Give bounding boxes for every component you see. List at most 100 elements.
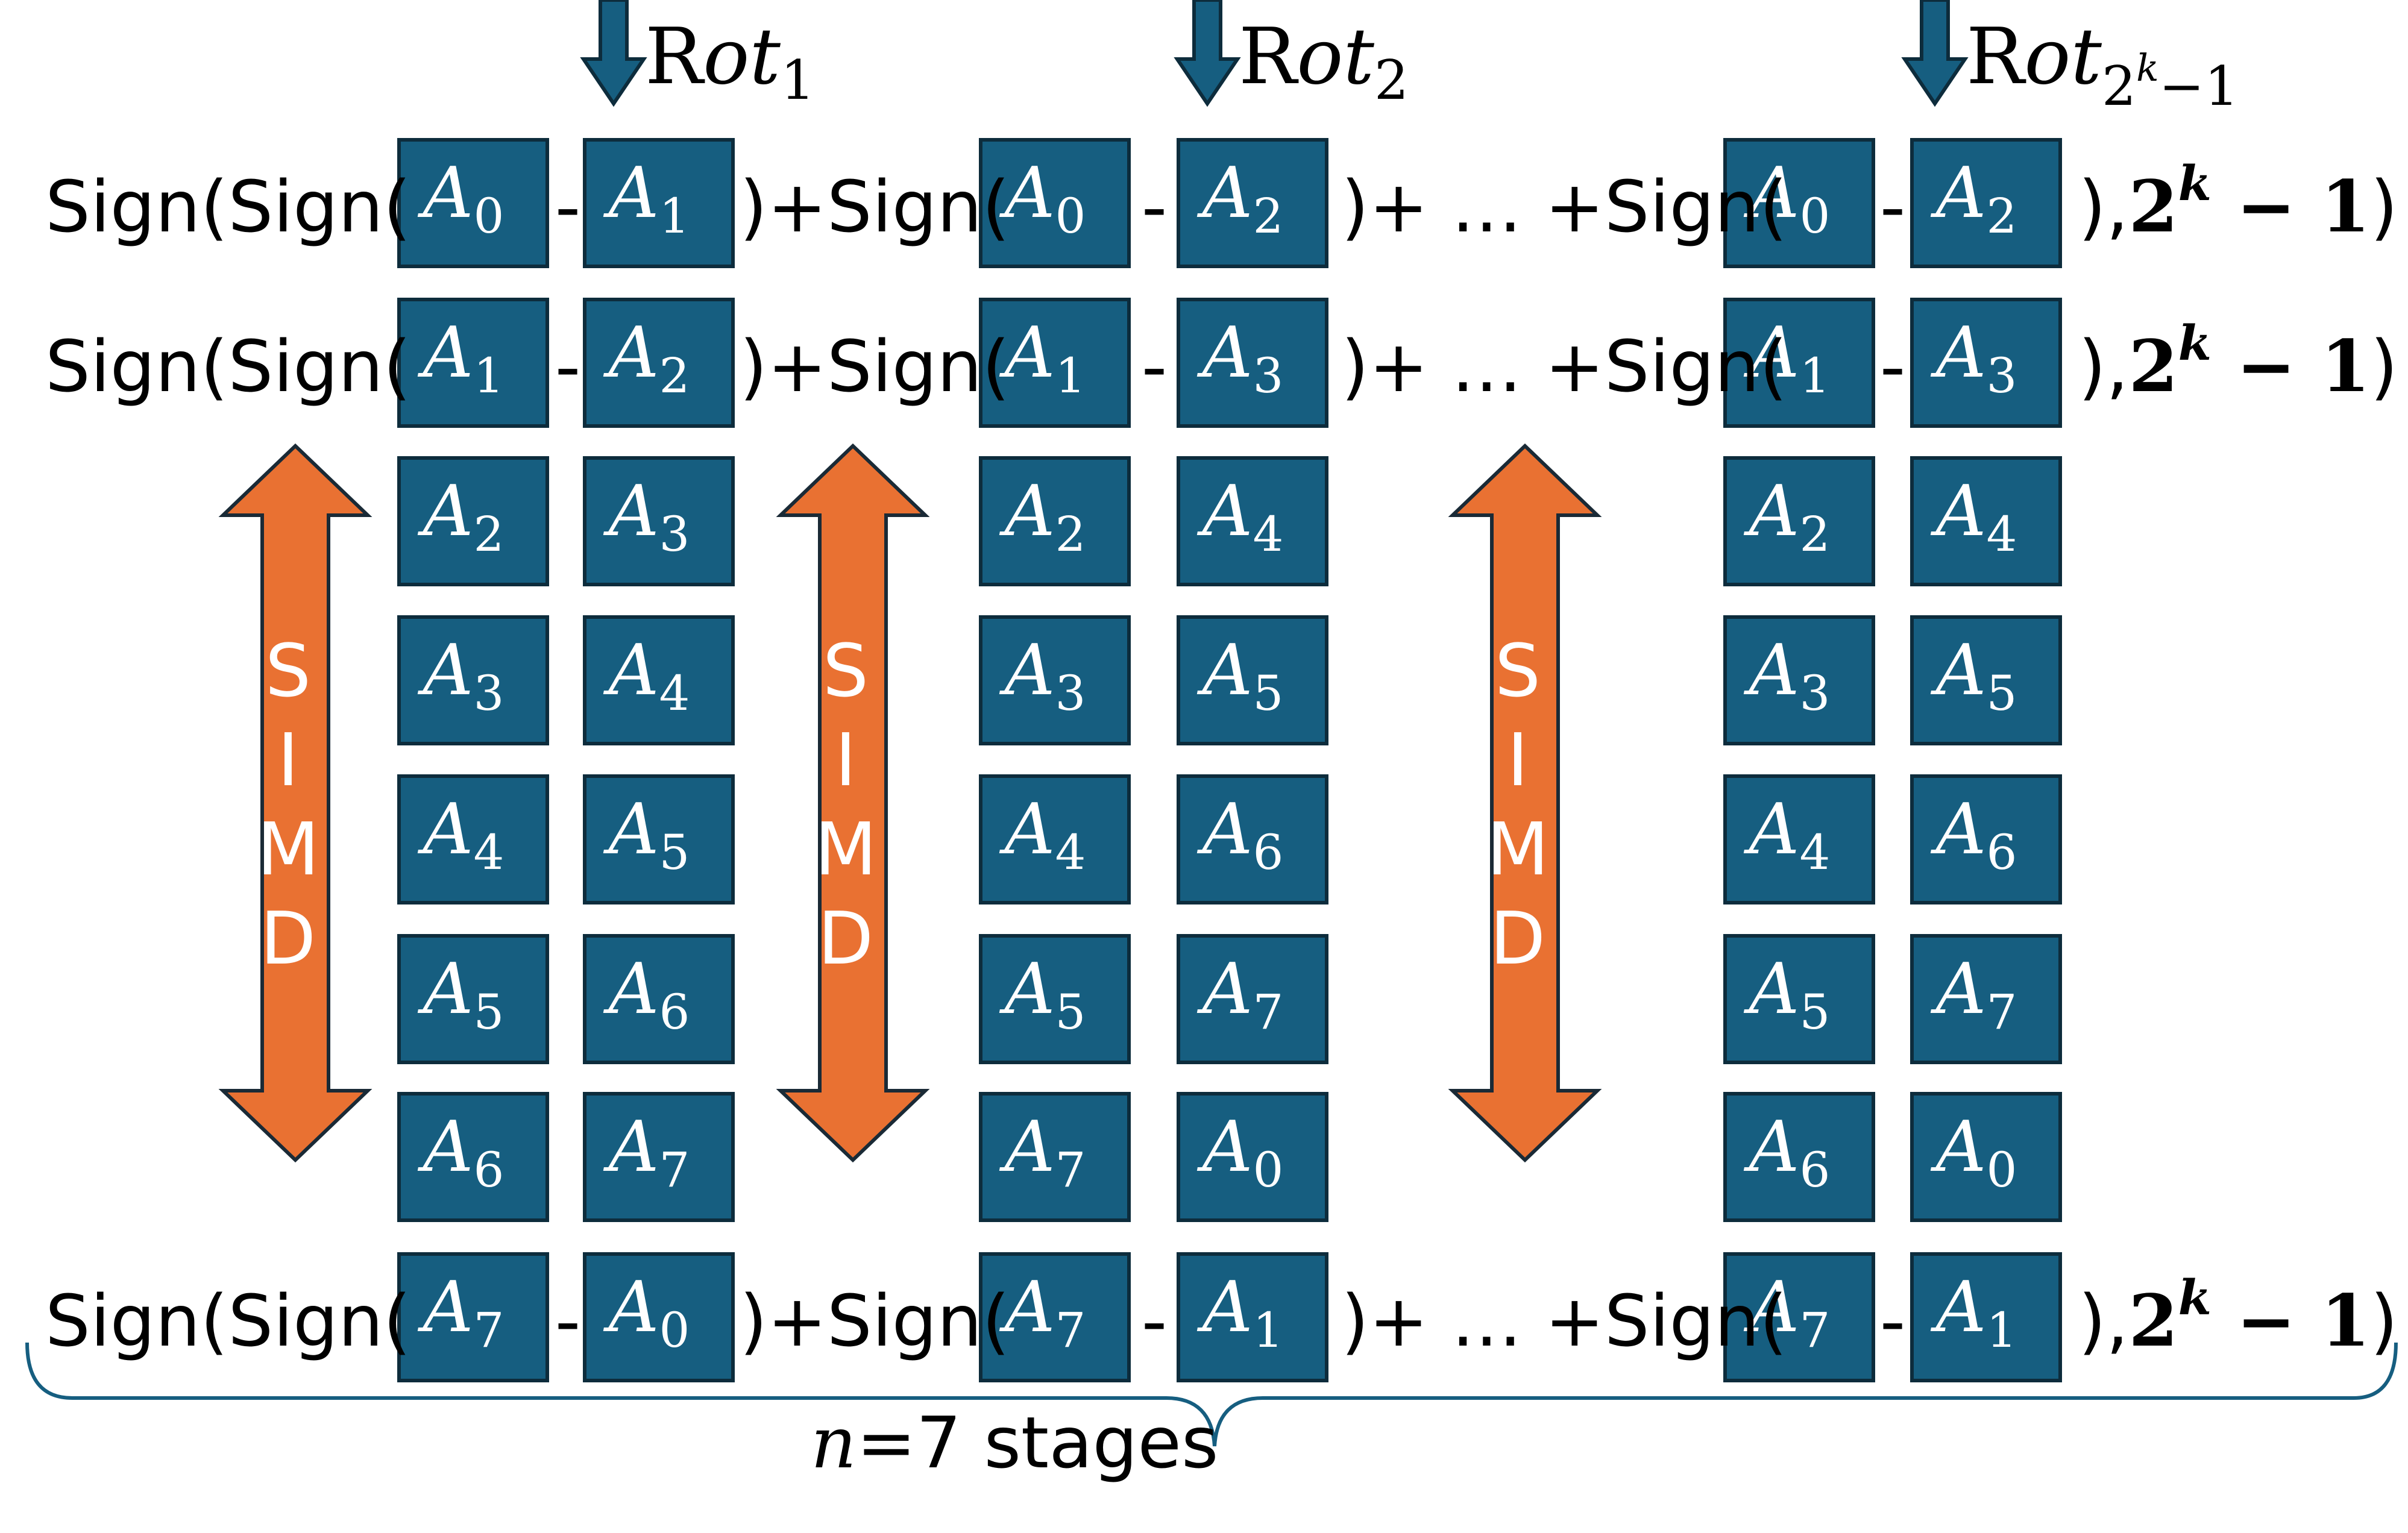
cell-label: A0 xyxy=(1197,1106,1284,1198)
cell-box xyxy=(1910,934,2062,1064)
cell-label: A1 xyxy=(418,312,505,404)
cell-2-right-7: A1 xyxy=(1177,1252,1328,1382)
formula-minus: - xyxy=(1880,165,1906,248)
simd-letter: D xyxy=(260,897,316,981)
cell-label: A4 xyxy=(418,789,505,880)
cell-label: A2 xyxy=(1197,152,1284,244)
cell-label: A3 xyxy=(1931,312,2017,404)
down-arrow-icon xyxy=(580,0,647,107)
cell-3-left-2: A2 xyxy=(1723,456,1875,586)
cell-1-left-7: A7 xyxy=(397,1252,549,1382)
simd-letter: M xyxy=(1486,808,1549,892)
cell-box xyxy=(1177,298,1328,428)
formula-row-7: Sign(Sign(-)+Sign(-)+ … +Sign(-),2k − 1) xyxy=(45,1269,2398,1362)
cell-box xyxy=(1723,774,1875,904)
double-arrow-icon xyxy=(218,443,373,1163)
cell-label: A1 xyxy=(603,152,690,244)
cell-1-right-4: A5 xyxy=(583,774,735,904)
cell-box xyxy=(979,1092,1131,1222)
cell-box xyxy=(1910,615,2062,745)
cell-box xyxy=(397,774,549,904)
stages-brace xyxy=(25,1342,2398,1447)
cell-label: A6 xyxy=(603,948,690,1040)
cell-box xyxy=(583,1252,735,1382)
cell-box xyxy=(1177,934,1328,1064)
cell-box xyxy=(1910,1092,2062,1222)
cell-2-left-7: A7 xyxy=(979,1252,1131,1382)
cell-box xyxy=(979,138,1131,268)
double-arrow-icon xyxy=(776,443,930,1163)
formula-minus: - xyxy=(555,325,581,408)
cell-label: A1 xyxy=(1931,1267,2017,1358)
simd-letter: D xyxy=(1490,897,1545,981)
cell-box xyxy=(397,615,549,745)
cell-box xyxy=(979,298,1131,428)
stages-label: n=7 stages xyxy=(811,1401,1219,1484)
cell-3-right-3: A5 xyxy=(1910,615,2062,745)
cell-box xyxy=(1177,774,1328,904)
cell-3-left-3: A3 xyxy=(1723,615,1875,745)
cell-label: A6 xyxy=(1744,1106,1831,1198)
cell-box xyxy=(1177,138,1328,268)
cell-3-right-4: A6 xyxy=(1910,774,2062,904)
cell-box xyxy=(583,615,735,745)
rotation-arrow-2: Rot2 xyxy=(1174,0,1409,112)
curly-brace-icon xyxy=(25,1342,2398,1447)
cell-label: A0 xyxy=(1931,1106,2017,1198)
cell-2-right-2: A4 xyxy=(1177,456,1328,586)
cell-label: A2 xyxy=(418,471,505,562)
cell-2-right-1: A3 xyxy=(1177,298,1328,428)
cell-label: A3 xyxy=(603,471,690,562)
formula-start: Sign(Sign( xyxy=(45,325,411,408)
cell-label: A2 xyxy=(603,312,690,404)
cell-box xyxy=(1723,456,1875,586)
cell-3-right-5: A7 xyxy=(1910,934,2062,1064)
cell-label: A2 xyxy=(1744,471,1831,562)
cell-box xyxy=(1910,138,2062,268)
cell-3-right-2: A4 xyxy=(1910,456,2062,586)
cell-label: A5 xyxy=(999,948,1086,1040)
simd-letter: I xyxy=(277,719,298,803)
cell-box xyxy=(1723,615,1875,745)
cell-box xyxy=(397,934,549,1064)
formula-end: ),2k − 1) xyxy=(2078,155,2398,248)
cell-box xyxy=(583,138,735,268)
boxes-layer: A0A1A2A3A4A5A6A7A1A2A3A4A5A6A7A0A0A1A2A3… xyxy=(397,138,2062,1382)
formula-minus: - xyxy=(1142,325,1168,408)
cell-2-left-0: A0 xyxy=(979,138,1131,268)
formula-minus: - xyxy=(1142,1279,1168,1362)
cell-box xyxy=(979,456,1131,586)
cell-label: A7 xyxy=(999,1106,1086,1198)
cell-1-left-3: A3 xyxy=(397,615,549,745)
cell-label: A5 xyxy=(418,948,505,1040)
simd-letter: S xyxy=(1495,630,1541,713)
cell-3-left-0: A0 xyxy=(1723,138,1875,268)
cell-3-left-1: A1 xyxy=(1723,298,1875,428)
cell-3-left-6: A6 xyxy=(1723,1092,1875,1222)
cell-3-left-4: A4 xyxy=(1723,774,1875,904)
cell-1-left-4: A4 xyxy=(397,774,549,904)
cell-1-left-1: A1 xyxy=(397,298,549,428)
cell-3-left-7: A7 xyxy=(1723,1252,1875,1382)
cell-label: A5 xyxy=(1931,630,2017,721)
cell-1-left-6: A6 xyxy=(397,1092,549,1222)
cell-2-right-4: A6 xyxy=(1177,774,1328,904)
cell-3-right-7: A1 xyxy=(1910,1252,2062,1382)
cell-box xyxy=(583,1092,735,1222)
formula-row-0: Sign(Sign(-)+Sign(-)+ … +Sign(-),2k − 1) xyxy=(45,155,2398,248)
simd-letter: D xyxy=(818,897,873,981)
cell-1-right-6: A7 xyxy=(583,1092,735,1222)
cell-label: A6 xyxy=(1197,789,1284,880)
cell-box xyxy=(583,774,735,904)
cell-box xyxy=(1723,1092,1875,1222)
cell-label: A3 xyxy=(999,630,1086,721)
cell-box xyxy=(397,1092,549,1222)
cell-2-right-5: A7 xyxy=(1177,934,1328,1064)
cell-1-right-2: A3 xyxy=(583,456,735,586)
formula-plus-sign: )+Sign( xyxy=(740,1279,1010,1362)
formula-ellipsis: )+ … +Sign( xyxy=(1341,165,1787,248)
simd-letter: S xyxy=(265,630,311,713)
